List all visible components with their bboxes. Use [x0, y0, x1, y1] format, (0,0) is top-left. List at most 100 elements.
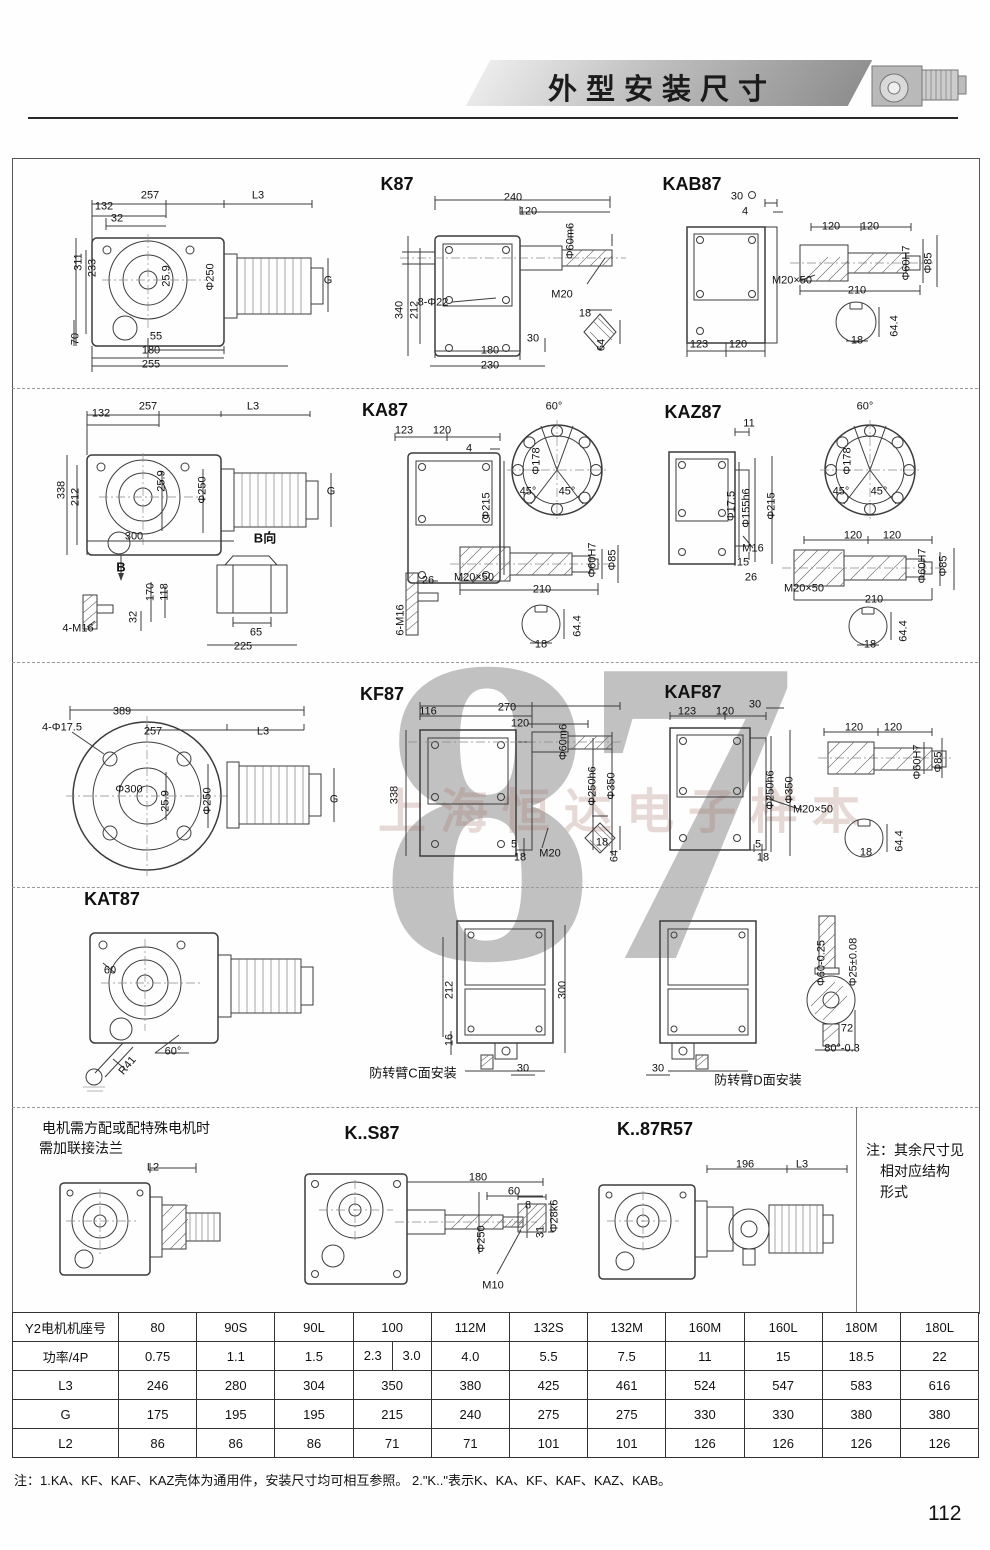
dim-label: 4	[741, 205, 749, 218]
table-cell: 132S	[508, 1312, 589, 1342]
drawing-k87r57	[598, 1165, 848, 1280]
dim-label: 257	[143, 725, 163, 738]
dim-label: M20×50	[792, 803, 834, 816]
dim-label: 132	[91, 407, 111, 420]
dim-label: Φ85	[606, 549, 619, 571]
drawing-kat87-arm-c	[442, 920, 566, 1076]
table-cell: 330	[743, 1399, 823, 1429]
dim-label: Φ178	[841, 447, 854, 475]
table-cell: 112M	[430, 1312, 510, 1342]
dim-label: M20	[539, 847, 561, 860]
table-cell: 280	[196, 1370, 276, 1400]
page-number: 112	[928, 1502, 962, 1525]
dim-label: 120	[510, 717, 530, 730]
dim-label: 64	[608, 849, 621, 863]
drawing-ka87-hollow-shaft	[450, 545, 619, 644]
dim-label: 64.4	[897, 620, 910, 642]
dim-label: Φ178	[530, 447, 543, 475]
dim-label: Φ215	[480, 492, 493, 520]
dim-label: 26	[421, 574, 435, 587]
dim-label: 270	[497, 701, 517, 714]
table-cell: 215	[352, 1399, 432, 1429]
dim-label: 18	[863, 638, 877, 651]
side-note-line1: 注：其余尺寸见	[866, 1142, 964, 1158]
dim-label: 4-Φ17.5	[42, 721, 82, 734]
dim-label: 18	[850, 334, 864, 347]
dim-label: 338	[55, 480, 68, 500]
dim-label: 225	[233, 640, 253, 653]
table-cell: 1.1	[196, 1341, 276, 1371]
dim-label: 65	[249, 626, 263, 639]
table-cell: 350	[352, 1370, 432, 1400]
table-cell: 547	[743, 1370, 823, 1400]
dim-label: L3	[251, 189, 265, 202]
dim-label: 8	[524, 1199, 532, 1212]
dim-label: Φ60H7	[916, 548, 929, 584]
table-cell: 101	[587, 1428, 667, 1458]
drawing-kab87	[686, 191, 938, 357]
dim-label: 18	[859, 846, 873, 859]
dim-label: Φ28k6	[548, 1199, 561, 1233]
dim-label: 45°	[558, 485, 576, 498]
dim-label: M20×50	[453, 571, 495, 584]
table-cell: 524	[665, 1370, 745, 1400]
dim-label: 210	[864, 593, 884, 606]
drawing-kaz87-flange-circle	[820, 420, 920, 520]
table-cell: 1.5	[274, 1341, 354, 1371]
table-cell: 246	[117, 1370, 198, 1400]
dim-label: 5	[754, 838, 762, 851]
dim-label: 8-Φ22	[417, 296, 449, 309]
dim-label: 240	[503, 191, 523, 204]
drawing-kat87-side-view	[83, 932, 314, 1092]
dim-label: 120	[883, 721, 903, 734]
dim-label: 45°	[519, 485, 537, 498]
table-cell: 330	[665, 1399, 745, 1429]
dim-label: Φ250h6	[764, 770, 777, 810]
section-separator	[12, 1107, 978, 1108]
dim-label: Φ17.5	[725, 490, 738, 522]
table-cell: 18.5	[821, 1341, 901, 1371]
dim-label: 123	[394, 424, 414, 437]
dim-label: 18	[513, 851, 527, 864]
dim-label: Φ215	[765, 492, 778, 520]
dim-label: 120	[715, 705, 735, 718]
dim-label: Φ85	[937, 555, 950, 577]
dim-label: 123	[677, 705, 697, 718]
dim-label: Φ25±0.08	[847, 937, 860, 987]
dim-label: 60°	[856, 400, 874, 413]
dim-label: 26	[744, 571, 758, 584]
drawing-title-kaf87: KAF87	[664, 682, 722, 702]
dim-label: 18	[578, 307, 592, 320]
dim-label: 233	[86, 258, 99, 278]
dim-label: 123	[689, 338, 709, 351]
dim-label: 64	[595, 338, 608, 352]
dim-label: 300	[124, 530, 144, 543]
dim-label: G	[326, 485, 336, 498]
dim-label: 338	[388, 785, 401, 805]
table-row-header: 功率/4P	[12, 1341, 119, 1371]
dim-label: 230	[480, 359, 500, 372]
drawing-title-kat87: KAT87	[84, 889, 140, 909]
dim-label: Φ250	[196, 476, 209, 504]
drawing-flange-motor-option	[59, 1163, 221, 1276]
drawing-kf87-side-view	[66, 706, 335, 876]
table-cell: 180L	[899, 1312, 980, 1342]
drawing-ks87-key-section	[517, 1194, 554, 1233]
table-cell: 4.0	[430, 1341, 510, 1371]
table-cell: 90L	[274, 1312, 354, 1342]
table-cell: 86	[196, 1428, 276, 1458]
watermark-87: 87	[378, 568, 798, 1053]
dim-label: 210	[532, 583, 552, 596]
dim-label: 70	[69, 332, 82, 346]
dim-label: 18	[756, 851, 770, 864]
table-cell: 86	[274, 1428, 354, 1458]
dim-label: 30	[748, 698, 762, 711]
dim-label: 30	[516, 1062, 530, 1075]
drawing-kf87-front-view	[405, 702, 624, 857]
dim-label: 64.4	[571, 615, 584, 637]
dim-label: Φ155h6	[740, 488, 753, 528]
table-row-header: L2	[12, 1428, 119, 1458]
